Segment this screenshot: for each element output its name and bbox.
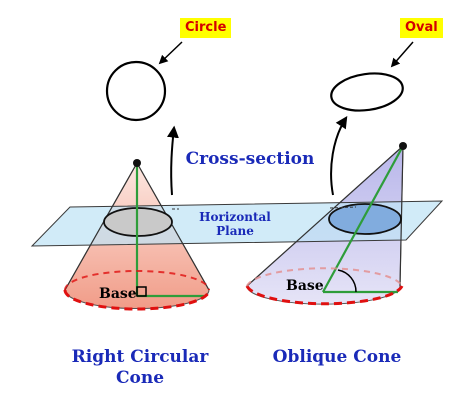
horizontal-plane-label-line2: Plane bbox=[216, 224, 254, 238]
oval-lift-arrow bbox=[330, 115, 348, 196]
horizontal-plane-label-line1: Horizontal bbox=[199, 210, 271, 224]
right-cone-edge bbox=[64, 162, 210, 291]
oval-label: Oval bbox=[400, 18, 443, 38]
right-cone-caption-line2: Cone bbox=[115, 368, 165, 388]
oblique-cone-apex bbox=[399, 142, 407, 150]
circle-lift-arrow bbox=[166, 125, 179, 196]
right-cone-caption: Right Circular Cone bbox=[55, 347, 225, 389]
right-cone-apex bbox=[133, 159, 141, 167]
circle-label: Circle bbox=[180, 18, 232, 38]
right-cone-base-label: Base bbox=[99, 286, 137, 302]
oval-cross-section bbox=[328, 203, 402, 235]
cross-section-label: Cross-section bbox=[185, 149, 315, 169]
right-cone-caption-line1: Right Circular bbox=[71, 347, 209, 367]
horizontal-plane-label: Horizontal Plane bbox=[190, 210, 280, 238]
oval-shape bbox=[330, 72, 404, 112]
right-angle-mark bbox=[136, 286, 147, 297]
oblique-cone-caption: Oblique Cone bbox=[272, 347, 402, 367]
circle-shape bbox=[105, 60, 167, 122]
oblique-cone-base-label: Base bbox=[286, 278, 324, 294]
right-cone-base-back bbox=[64, 270, 210, 291]
oblique-cone-base-back bbox=[246, 267, 403, 287]
circle-pointer-arrow bbox=[158, 41, 183, 65]
oval-pointer-arrow bbox=[390, 41, 414, 68]
oblique-angle-arc bbox=[337, 269, 357, 293]
oblique-cone-base-front bbox=[245, 285, 404, 306]
oblique-cone-edge bbox=[246, 145, 404, 287]
right-cone-base-front bbox=[63, 289, 211, 311]
